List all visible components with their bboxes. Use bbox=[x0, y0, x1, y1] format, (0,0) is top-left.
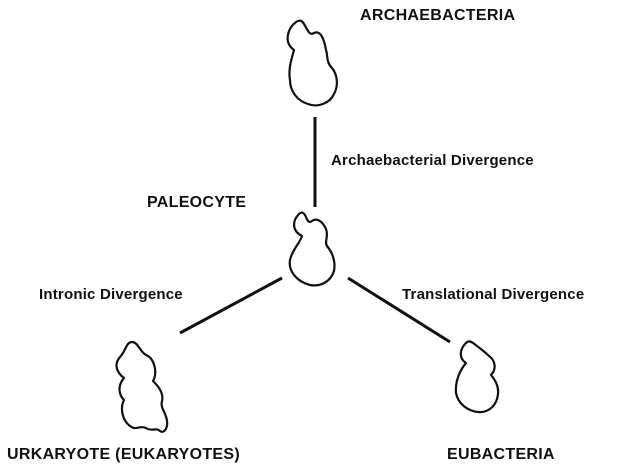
archaebacterial-divergence-label: Archaebacterial Divergence bbox=[331, 152, 534, 169]
eubacteria-cell-icon bbox=[454, 340, 500, 414]
intronic-divergence-label: Intronic Divergence bbox=[39, 286, 183, 303]
urkaryote-label: URKARYOTE (EUKARYOTES) bbox=[7, 446, 240, 463]
urkaryote-cell-icon bbox=[115, 340, 169, 433]
paleocyte-label: PALEOCYTE bbox=[147, 194, 246, 211]
paleocyte-cell-icon bbox=[288, 211, 336, 287]
archaebacteria-cell-icon bbox=[286, 19, 338, 107]
edge-intronic bbox=[179, 276, 283, 335]
eubacteria-label: EUBACTERIA bbox=[447, 446, 555, 463]
archaebacteria-label: ARCHAEBACTERIA bbox=[360, 7, 515, 24]
translational-divergence-label: Translational Divergence bbox=[402, 286, 584, 303]
edge-translational bbox=[347, 276, 451, 344]
